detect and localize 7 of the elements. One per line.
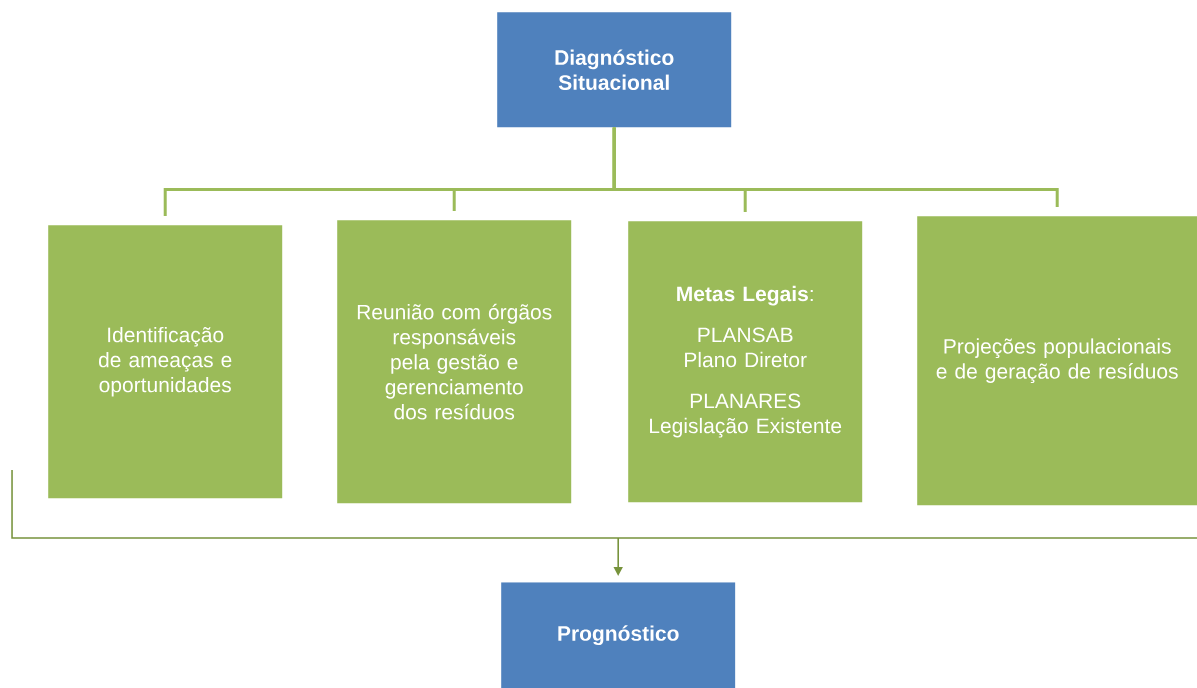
process-box: Prognóstico: [501, 582, 736, 688]
connector-line: [612, 127, 1059, 207]
topic-box: Identificação de ameaças e oportunidades: [48, 225, 283, 499]
topic-box: Projeções populacionais e de geração de resíduos: [917, 216, 1197, 506]
process-box: Diagnóstico Situacional: [497, 12, 732, 128]
topic-box: Reunião com órgãos responsáveis pela gestão e gerenciamento dos resíduos: [337, 220, 572, 504]
topic-box: Metas Legais: PLANSAB Plano Diretor PLANARES Legislação Existente: [628, 221, 863, 503]
